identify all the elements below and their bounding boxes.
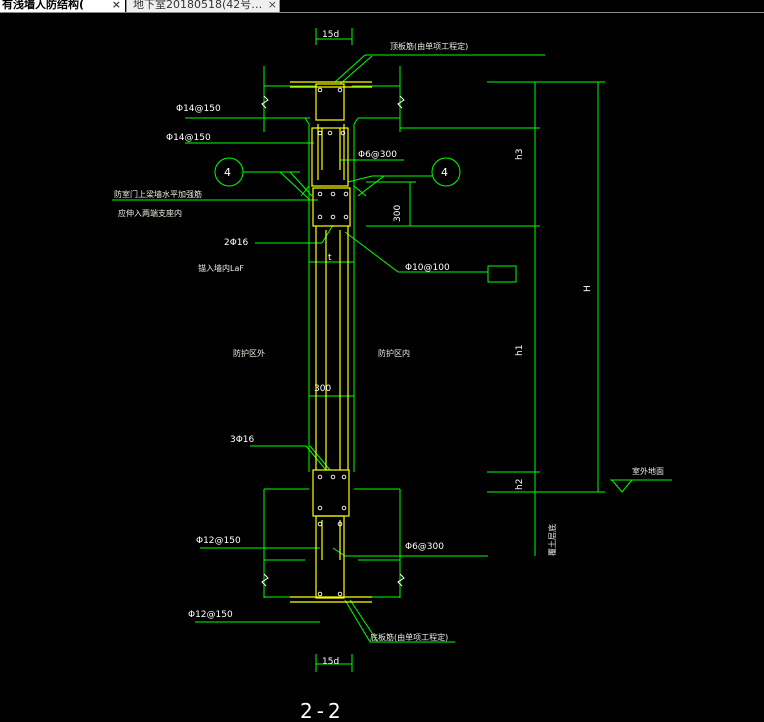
rebar-dots <box>317 87 349 597</box>
dim-300-wall: 300 <box>314 384 331 394</box>
dim-t: t <box>328 253 332 263</box>
drawing-title: 2-2 <box>300 699 345 722</box>
bars-3-16: 3Φ16 <box>230 435 255 445</box>
tab-label: 有浅墙人防结构( <box>2 0 85 11</box>
rebar-10-100: Φ10@100 <box>405 263 450 273</box>
floor-note: 覆土层底 <box>547 524 557 556</box>
bottom-bar-note: 底板筋(由单项工程定) <box>370 632 448 642</box>
tab-drawing-1[interactable]: 有浅墙人防结构( × <box>0 0 125 12</box>
green-linework <box>112 28 672 672</box>
dim-h3: h3 <box>515 149 525 160</box>
top-bar-note: 顶板筋(由单项工程定) <box>390 41 468 51</box>
dim-H: H <box>583 285 593 292</box>
inside-zone: 防护区内 <box>378 348 410 358</box>
section-mark-left: 4 <box>224 166 231 179</box>
rebar-12-150-a: Φ12@150 <box>196 536 241 546</box>
close-icon[interactable]: × <box>111 0 121 11</box>
door-note-2: 应伸入两端支座内 <box>118 208 182 218</box>
rebar-yellow <box>290 81 372 603</box>
rebar-6-300-bottom: Φ6@300 <box>405 542 444 552</box>
section-mark-right: 4 <box>441 166 448 179</box>
tab-label: 地下室20180518(42号… <box>133 0 263 11</box>
tab-drawing-2[interactable]: 地下室20180518(42号… × <box>126 0 280 12</box>
rebar-14-150-a: Φ14@150 <box>176 104 221 114</box>
anchor-note: 锚入墙内LaF <box>198 263 244 273</box>
dim-300-vert: 300 <box>393 205 403 222</box>
tab-bar: 有浅墙人防结构( × 地下室20180518(42号… × <box>0 0 764 13</box>
rebar-14-150-b: Φ14@150 <box>166 133 211 143</box>
door-note-1: 防室门上梁墙水平加强筋 <box>114 189 202 199</box>
cad-canvas[interactable]: 15d 顶板筋(由单项工程定) Φ14@150 Φ14@150 Φ6@300 4… <box>0 13 764 722</box>
close-icon[interactable]: × <box>267 0 277 11</box>
break-marks <box>261 95 405 587</box>
dim-h2: h2 <box>515 479 525 490</box>
outside-zone: 防护区外 <box>233 348 265 358</box>
ground-label: 室外地面 <box>632 466 664 476</box>
rebar-6-300-top: Φ6@300 <box>358 150 397 160</box>
dim-15d-bottom: 15d <box>322 657 339 667</box>
dim-h1: h1 <box>515 345 525 356</box>
bars-2-16: 2Φ16 <box>224 238 249 248</box>
drawing-labels: 15d 顶板筋(由单项工程定) Φ14@150 Φ14@150 Φ6@300 4… <box>114 30 664 722</box>
dim-15d-top: 15d <box>322 30 339 40</box>
rebar-12-150-b: Φ12@150 <box>188 610 233 620</box>
